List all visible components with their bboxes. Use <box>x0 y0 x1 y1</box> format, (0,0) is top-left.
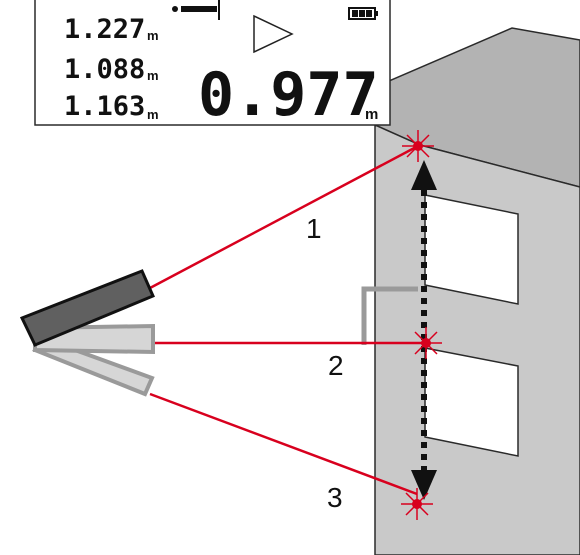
building <box>361 27 580 555</box>
beam-label-1: 1 <box>306 213 322 244</box>
lcd-panel <box>34 0 391 126</box>
arrow-down-icon <box>411 470 437 500</box>
reference-point-icon <box>172 0 220 20</box>
main-reading-value: 0.977 <box>198 60 379 130</box>
building-window-lower <box>424 347 519 457</box>
device-active <box>19 269 155 347</box>
arrow-up-icon <box>411 160 437 190</box>
height-measurement <box>411 160 437 500</box>
building-window-upper <box>424 194 519 305</box>
laser-device <box>19 269 155 397</box>
wall-ledge <box>361 286 418 345</box>
reading-1-value: 1.227 <box>64 14 145 45</box>
laser-impacts <box>401 130 442 520</box>
laser-beam-3 <box>149 392 418 496</box>
reading-3-value: 1.163 <box>64 91 145 122</box>
battery-icon <box>348 7 378 20</box>
beam-label-3: 3 <box>327 482 343 513</box>
lcd-display: 1.227 m 1.088 m 1.163 m 0.977 m <box>34 0 391 130</box>
laser-beam-1 <box>149 144 419 290</box>
laser-impact-bottom <box>401 488 433 520</box>
reading-2-value: 1.088 <box>64 54 145 85</box>
triangle-mode-icon <box>253 14 294 54</box>
beam-label-2: 2 <box>328 350 344 381</box>
main-reading-unit: m <box>365 106 378 123</box>
laser-beams <box>149 144 425 496</box>
laser-impact-top <box>402 130 434 162</box>
reading-3-unit: m <box>147 107 159 122</box>
reading-1-unit: m <box>147 28 159 43</box>
reading-2-unit: m <box>147 68 159 83</box>
laser-impact-middle <box>410 327 442 359</box>
